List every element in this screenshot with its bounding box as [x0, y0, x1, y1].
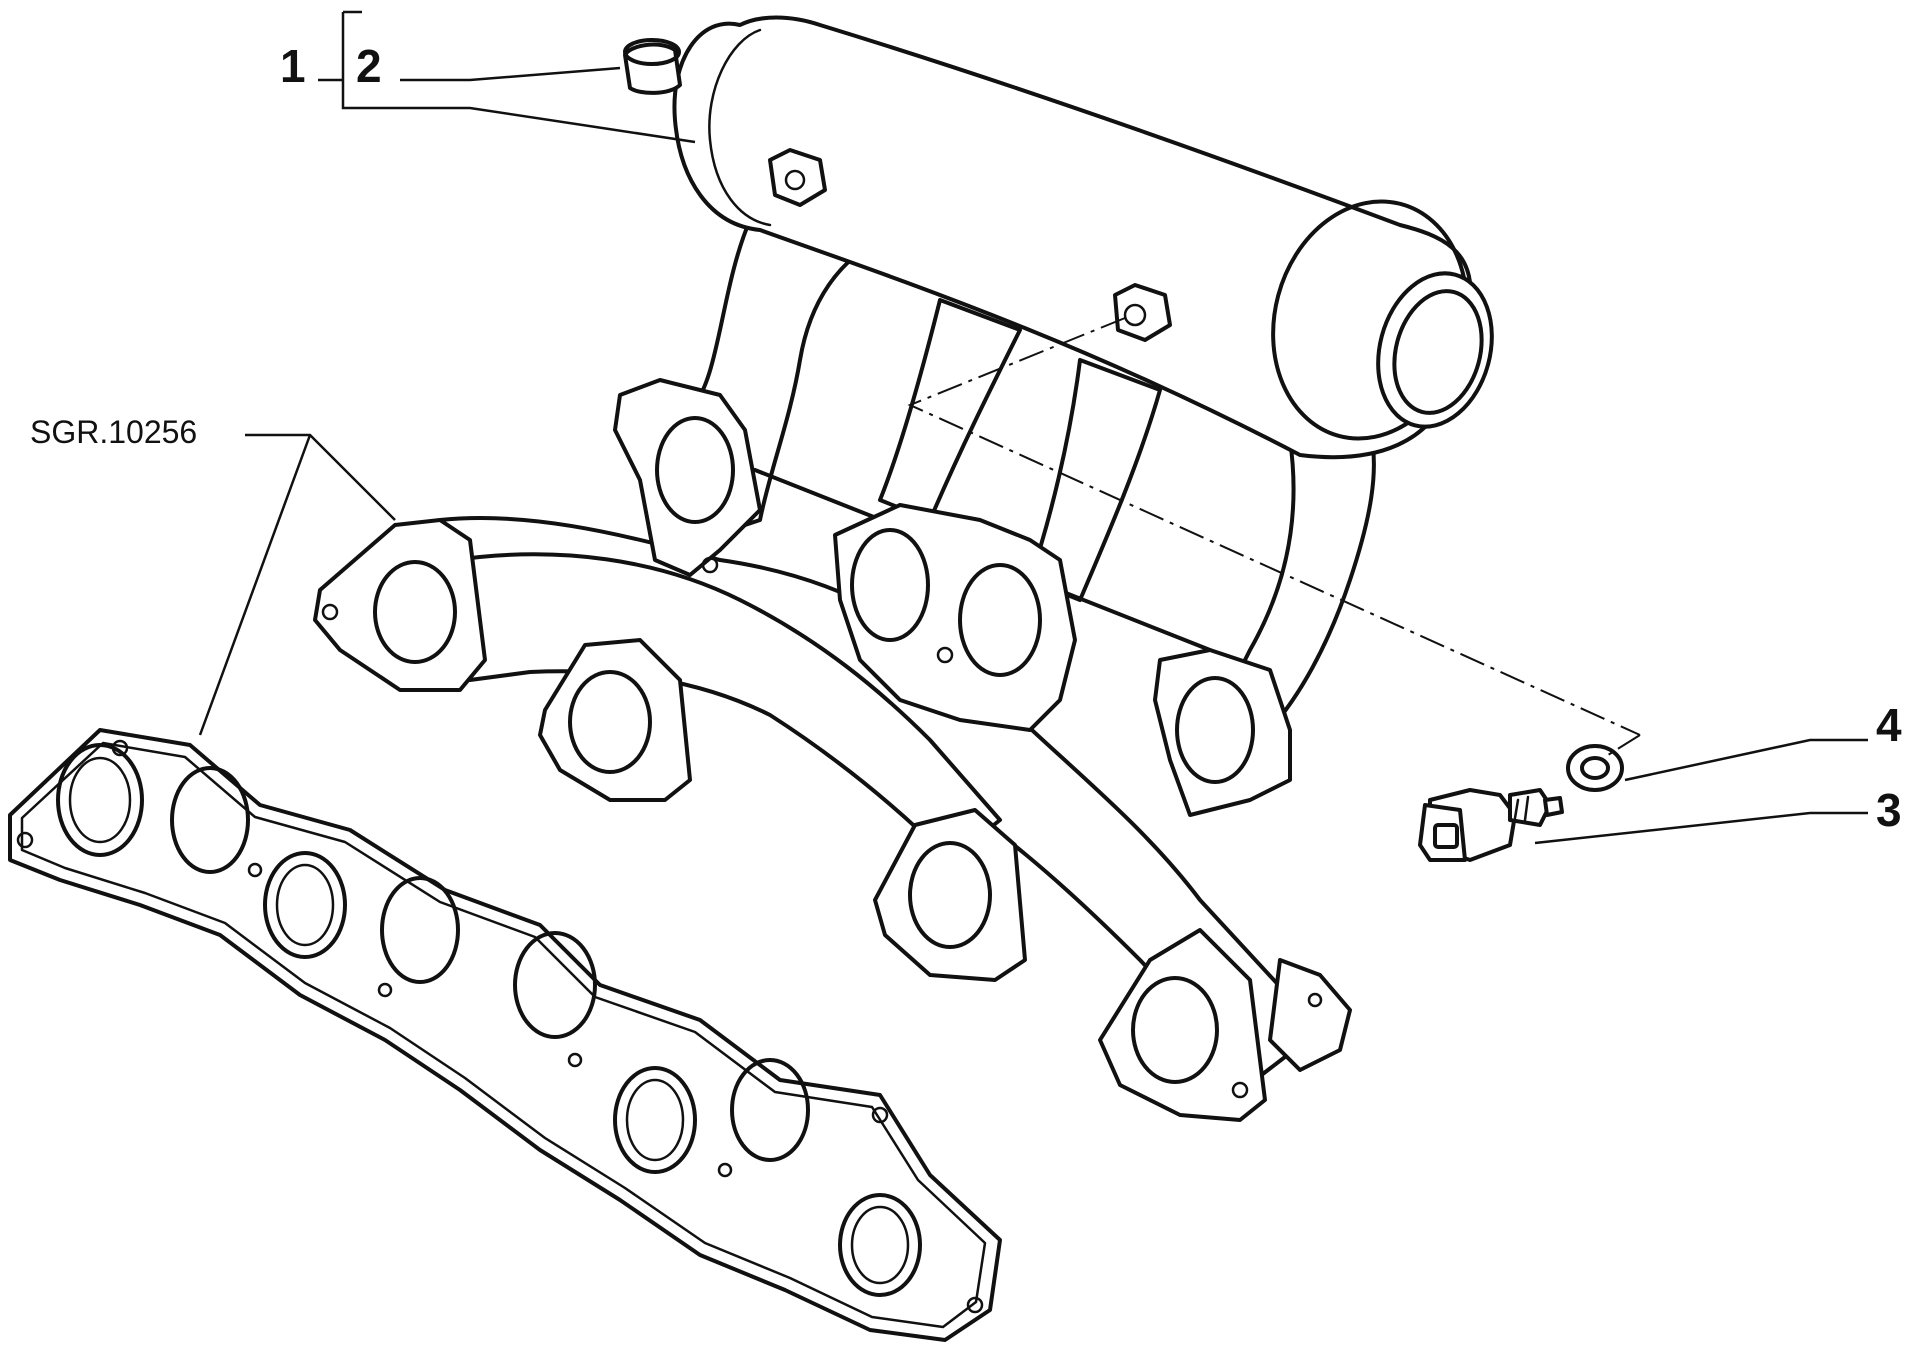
- manifold-gasket-icon[interactable]: [8, 728, 1002, 1342]
- callout-3: 3: [1876, 784, 1902, 836]
- plug-cap-icon[interactable]: [623, 38, 682, 95]
- gasket-port: [380, 876, 460, 984]
- temperature-sensor-icon[interactable]: [1418, 788, 1564, 862]
- plenum-boss: [1113, 283, 1172, 342]
- gasket-port: [170, 766, 250, 874]
- plenum-boss: [768, 148, 827, 207]
- exhaust-manifold-icon[interactable]: [313, 516, 1352, 1122]
- leader-line-1: [318, 10, 696, 144]
- leader-line-2: [400, 66, 621, 82]
- intake-manifold-icon[interactable]: [613, 15, 1508, 817]
- sealing-washer-icon[interactable]: [1566, 744, 1624, 792]
- leader-line-ref: [198, 433, 396, 736]
- leader-line-3: [1534, 811, 1868, 845]
- gasket-port: [730, 1058, 810, 1162]
- gasket-port: [513, 931, 597, 1039]
- callout-4: 4: [1876, 699, 1902, 751]
- assembly-axis: [907, 317, 1641, 736]
- reference-code: SGR.10256: [30, 414, 197, 450]
- gasket-port: [838, 1193, 922, 1297]
- gasket-port: [56, 743, 144, 857]
- gasket-port: [613, 1066, 697, 1174]
- gasket-port: [263, 851, 347, 959]
- leader-line-4: [1624, 738, 1868, 782]
- callout-2: 2: [356, 40, 382, 92]
- callout-1: 1: [280, 40, 306, 92]
- assembly-axis: [1599, 734, 1641, 761]
